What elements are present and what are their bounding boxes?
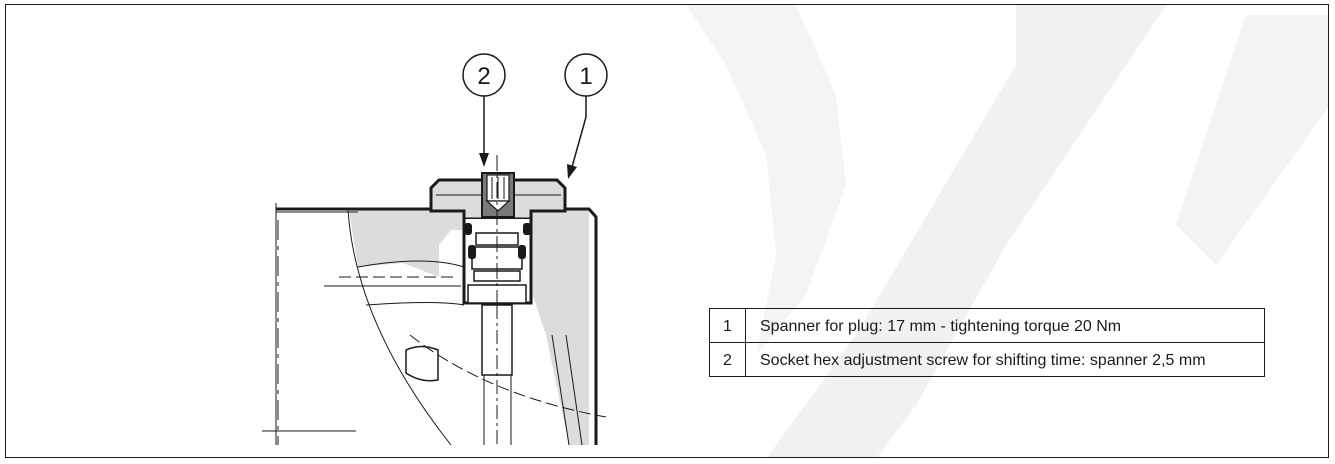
callout-1: 1: [564, 53, 608, 179]
legend-text: Socket hex adjustment screw for shifting…: [745, 342, 1265, 377]
callout-2: 2: [462, 53, 506, 167]
legend-number: 1: [709, 308, 746, 343]
legend-row: 1 Spanner for plug: 17 mm - tightening t…: [709, 308, 1265, 343]
legend-number: 2: [709, 342, 746, 377]
legend-row: 2 Socket hex adjustment screw for shifti…: [709, 342, 1265, 377]
legend-table: 1 Spanner for plug: 17 mm - tightening t…: [709, 308, 1265, 377]
legend-text: Spanner for plug: 17 mm - tightening tor…: [745, 308, 1265, 343]
figure-frame: 2 1 1 Spanner for plug: 17 mm - tighteni…: [5, 4, 1329, 458]
callout-1-number: 1: [579, 63, 592, 90]
callout-2-number: 2: [477, 63, 490, 90]
valve-plug-drawing: 2 1: [262, 53, 608, 446]
